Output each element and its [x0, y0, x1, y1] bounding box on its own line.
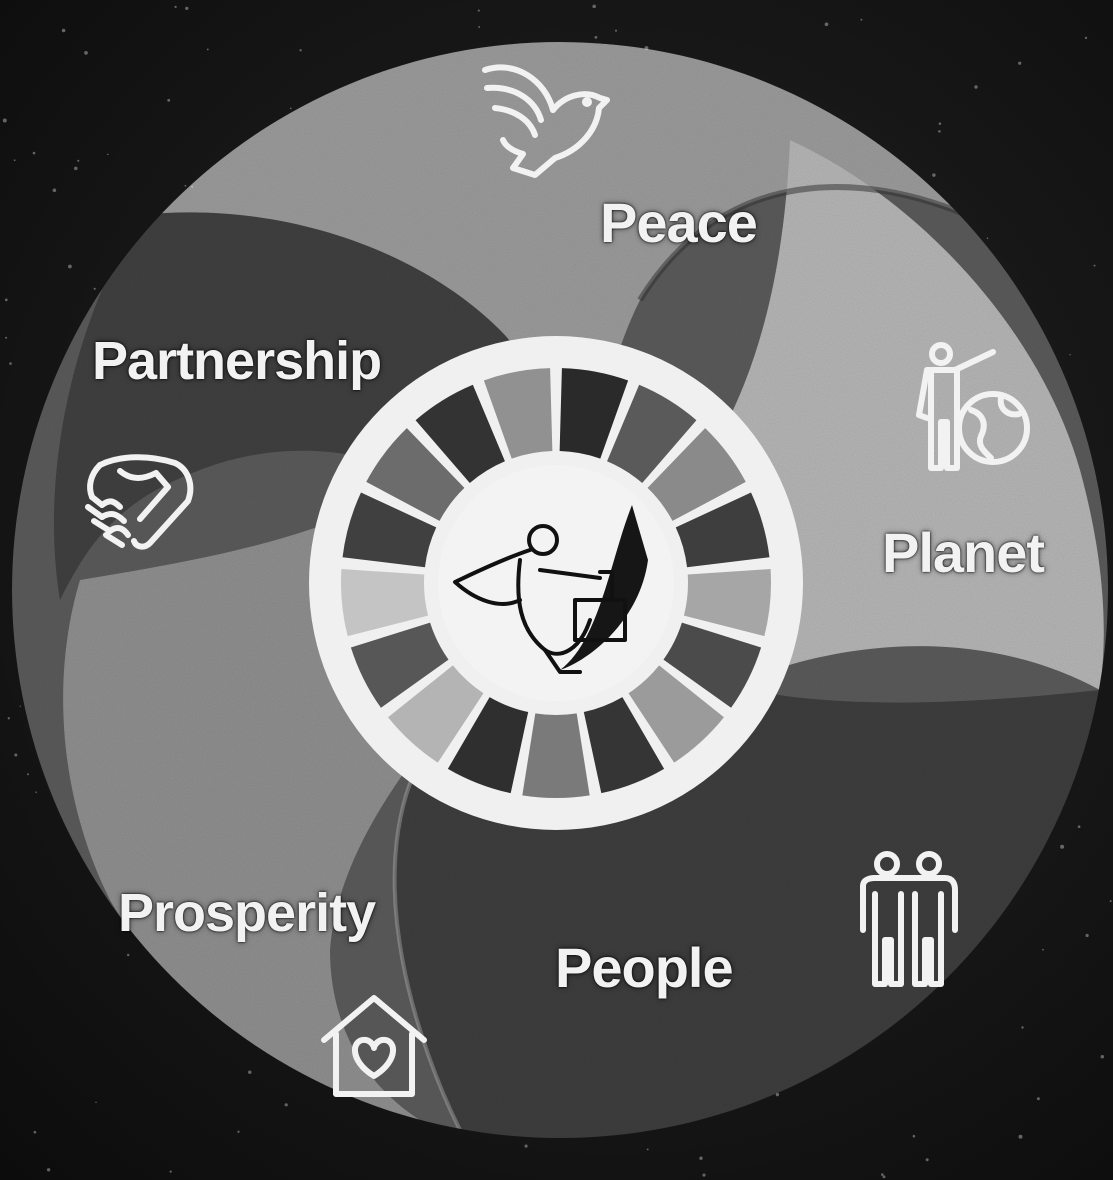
background-speckle [20, 705, 21, 706]
background-speckle [1078, 825, 1081, 828]
background-speckle [34, 1131, 37, 1134]
sdg-wheel-icon [309, 336, 803, 830]
background-speckle [1101, 1055, 1104, 1058]
background-speckle [290, 108, 292, 110]
background-speckle [699, 1157, 702, 1160]
background-speckle [27, 773, 29, 775]
background-speckle [1021, 1026, 1023, 1028]
background-speckle [647, 1148, 649, 1150]
background-speckle [237, 1131, 239, 1133]
background-speckle [702, 1174, 705, 1177]
background-speckle [825, 22, 829, 26]
background-speckle [191, 186, 193, 188]
background-speckle [5, 337, 7, 339]
background-speckle [592, 5, 596, 9]
background-speckle [170, 1170, 172, 1172]
background-speckle [107, 154, 109, 156]
background-speckle [35, 791, 37, 793]
background-speckle [776, 1093, 779, 1096]
background-speckle [926, 1158, 929, 1161]
background-speckle [299, 49, 301, 51]
background-speckle [174, 6, 176, 8]
background-speckle [84, 51, 88, 55]
background-speckle [1110, 900, 1112, 902]
background-speckle [207, 48, 209, 50]
background-speckle [185, 7, 188, 10]
two-people-icon [855, 850, 960, 990]
background-speckle [938, 130, 941, 133]
label-planet: Planet [882, 520, 1044, 585]
background-speckle [595, 36, 598, 39]
background-speckle [33, 152, 36, 155]
background-speckle [1069, 354, 1070, 355]
background-speckle [95, 1102, 96, 1103]
background-speckle [932, 173, 935, 176]
background-speckle [53, 189, 57, 193]
background-speckle [913, 1135, 916, 1138]
background-speckle [47, 1168, 50, 1171]
background-speckle [62, 29, 66, 33]
background-speckle [77, 160, 79, 162]
background-speckle [285, 1103, 288, 1106]
label-peace: Peace [600, 190, 757, 255]
dove-icon [475, 50, 615, 185]
label-people: People [555, 935, 733, 1000]
background-speckle [8, 717, 10, 719]
background-speckle [9, 362, 12, 365]
background-speckle [860, 19, 862, 21]
background-speckle [248, 1070, 251, 1073]
background-speckle [883, 1175, 886, 1178]
background-speckle [1085, 37, 1087, 39]
background-speckle [1019, 1135, 1023, 1139]
background-speckle [1018, 62, 1021, 65]
background-speckle [14, 753, 17, 756]
background-speckle [127, 954, 129, 956]
background-speckle [94, 288, 96, 290]
label-prosperity: Prosperity [118, 882, 375, 944]
background-speckle [1085, 934, 1088, 937]
background-speckle [1037, 1097, 1040, 1100]
background-speckle [1042, 949, 1044, 951]
background-speckle [974, 85, 977, 88]
background-speckle [645, 46, 649, 50]
background-speckle [167, 99, 170, 102]
house-heart-icon [318, 990, 430, 1102]
background-speckle [1060, 845, 1064, 849]
background-speckle [5, 299, 8, 302]
label-partnership: Partnership [92, 330, 381, 392]
background-speckle [68, 265, 72, 269]
background-speckle [74, 167, 78, 171]
background-speckle [14, 159, 16, 161]
background-speckle [185, 185, 187, 187]
background-speckle [939, 122, 942, 125]
background-speckle [987, 238, 989, 240]
background-speckle [478, 10, 480, 12]
person-globe-icon [905, 340, 1035, 475]
background-speckle [615, 30, 617, 32]
background-speckle [881, 1173, 884, 1176]
background-speckle [3, 119, 7, 123]
background-speckle [1094, 265, 1096, 267]
background-speckle [478, 26, 480, 28]
handshake-icon [80, 445, 200, 555]
background-speckle [525, 1145, 528, 1148]
